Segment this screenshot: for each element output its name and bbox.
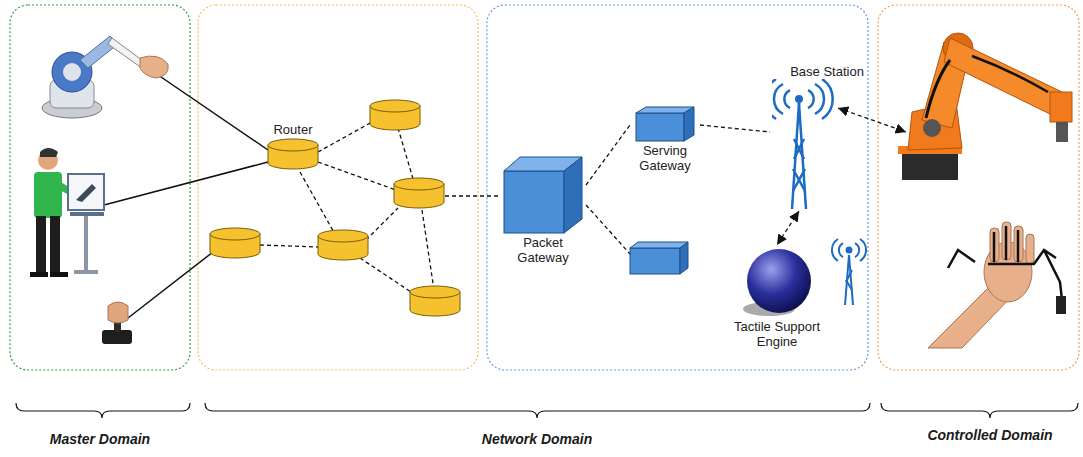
brace <box>16 403 190 418</box>
domain-label-wrap: Master Domain <box>50 432 150 447</box>
packet-gateway: Packet Gateway <box>500 153 586 267</box>
brace <box>205 403 870 418</box>
domain-label-wrap: Controlled Domain <box>927 428 1052 443</box>
hand-exoskeleton <box>928 222 1066 348</box>
mesh-links <box>260 122 630 294</box>
router-cylinder <box>266 137 320 171</box>
brace <box>881 403 1078 418</box>
gateway-box <box>630 242 688 274</box>
gateway-cube <box>502 155 584 235</box>
node-label: Router <box>273 122 312 137</box>
connector <box>586 125 630 185</box>
tactile-support-engine: Tactile Support Engine <box>723 245 832 351</box>
haptic-device <box>42 36 168 118</box>
base-station: Base Station <box>770 62 884 211</box>
router-region <box>198 5 478 370</box>
small-tower <box>832 239 866 305</box>
base-station-tower <box>772 79 882 209</box>
domain-label-wrap: Network Domain <box>482 432 592 447</box>
controlled-region <box>878 5 1079 370</box>
wireless-link <box>838 108 906 132</box>
node-label: Base Station <box>790 64 864 79</box>
robot-arm <box>898 33 1072 180</box>
master-region <box>10 5 190 370</box>
network-region <box>487 5 868 370</box>
node-label: Tactile Support Engine <box>725 319 830 349</box>
link-line <box>104 162 268 205</box>
gateway-box <box>634 105 696 143</box>
node-label: Packet Gateway <box>508 235 578 265</box>
domain-label: Master Domain <box>50 432 150 447</box>
router-cylinder <box>210 100 460 316</box>
joystick <box>102 302 132 344</box>
domain-label: Controlled Domain <box>927 428 1052 443</box>
engine-sphere <box>739 247 815 319</box>
link-line <box>128 252 213 318</box>
connector <box>700 125 770 132</box>
node-label: Serving Gateway <box>632 143 698 173</box>
connector <box>777 211 799 245</box>
domain-label: Network Domain <box>482 432 592 447</box>
router: Router <box>264 120 322 173</box>
serving-gateway: Serving Gateway <box>630 103 700 175</box>
operator <box>30 148 104 277</box>
